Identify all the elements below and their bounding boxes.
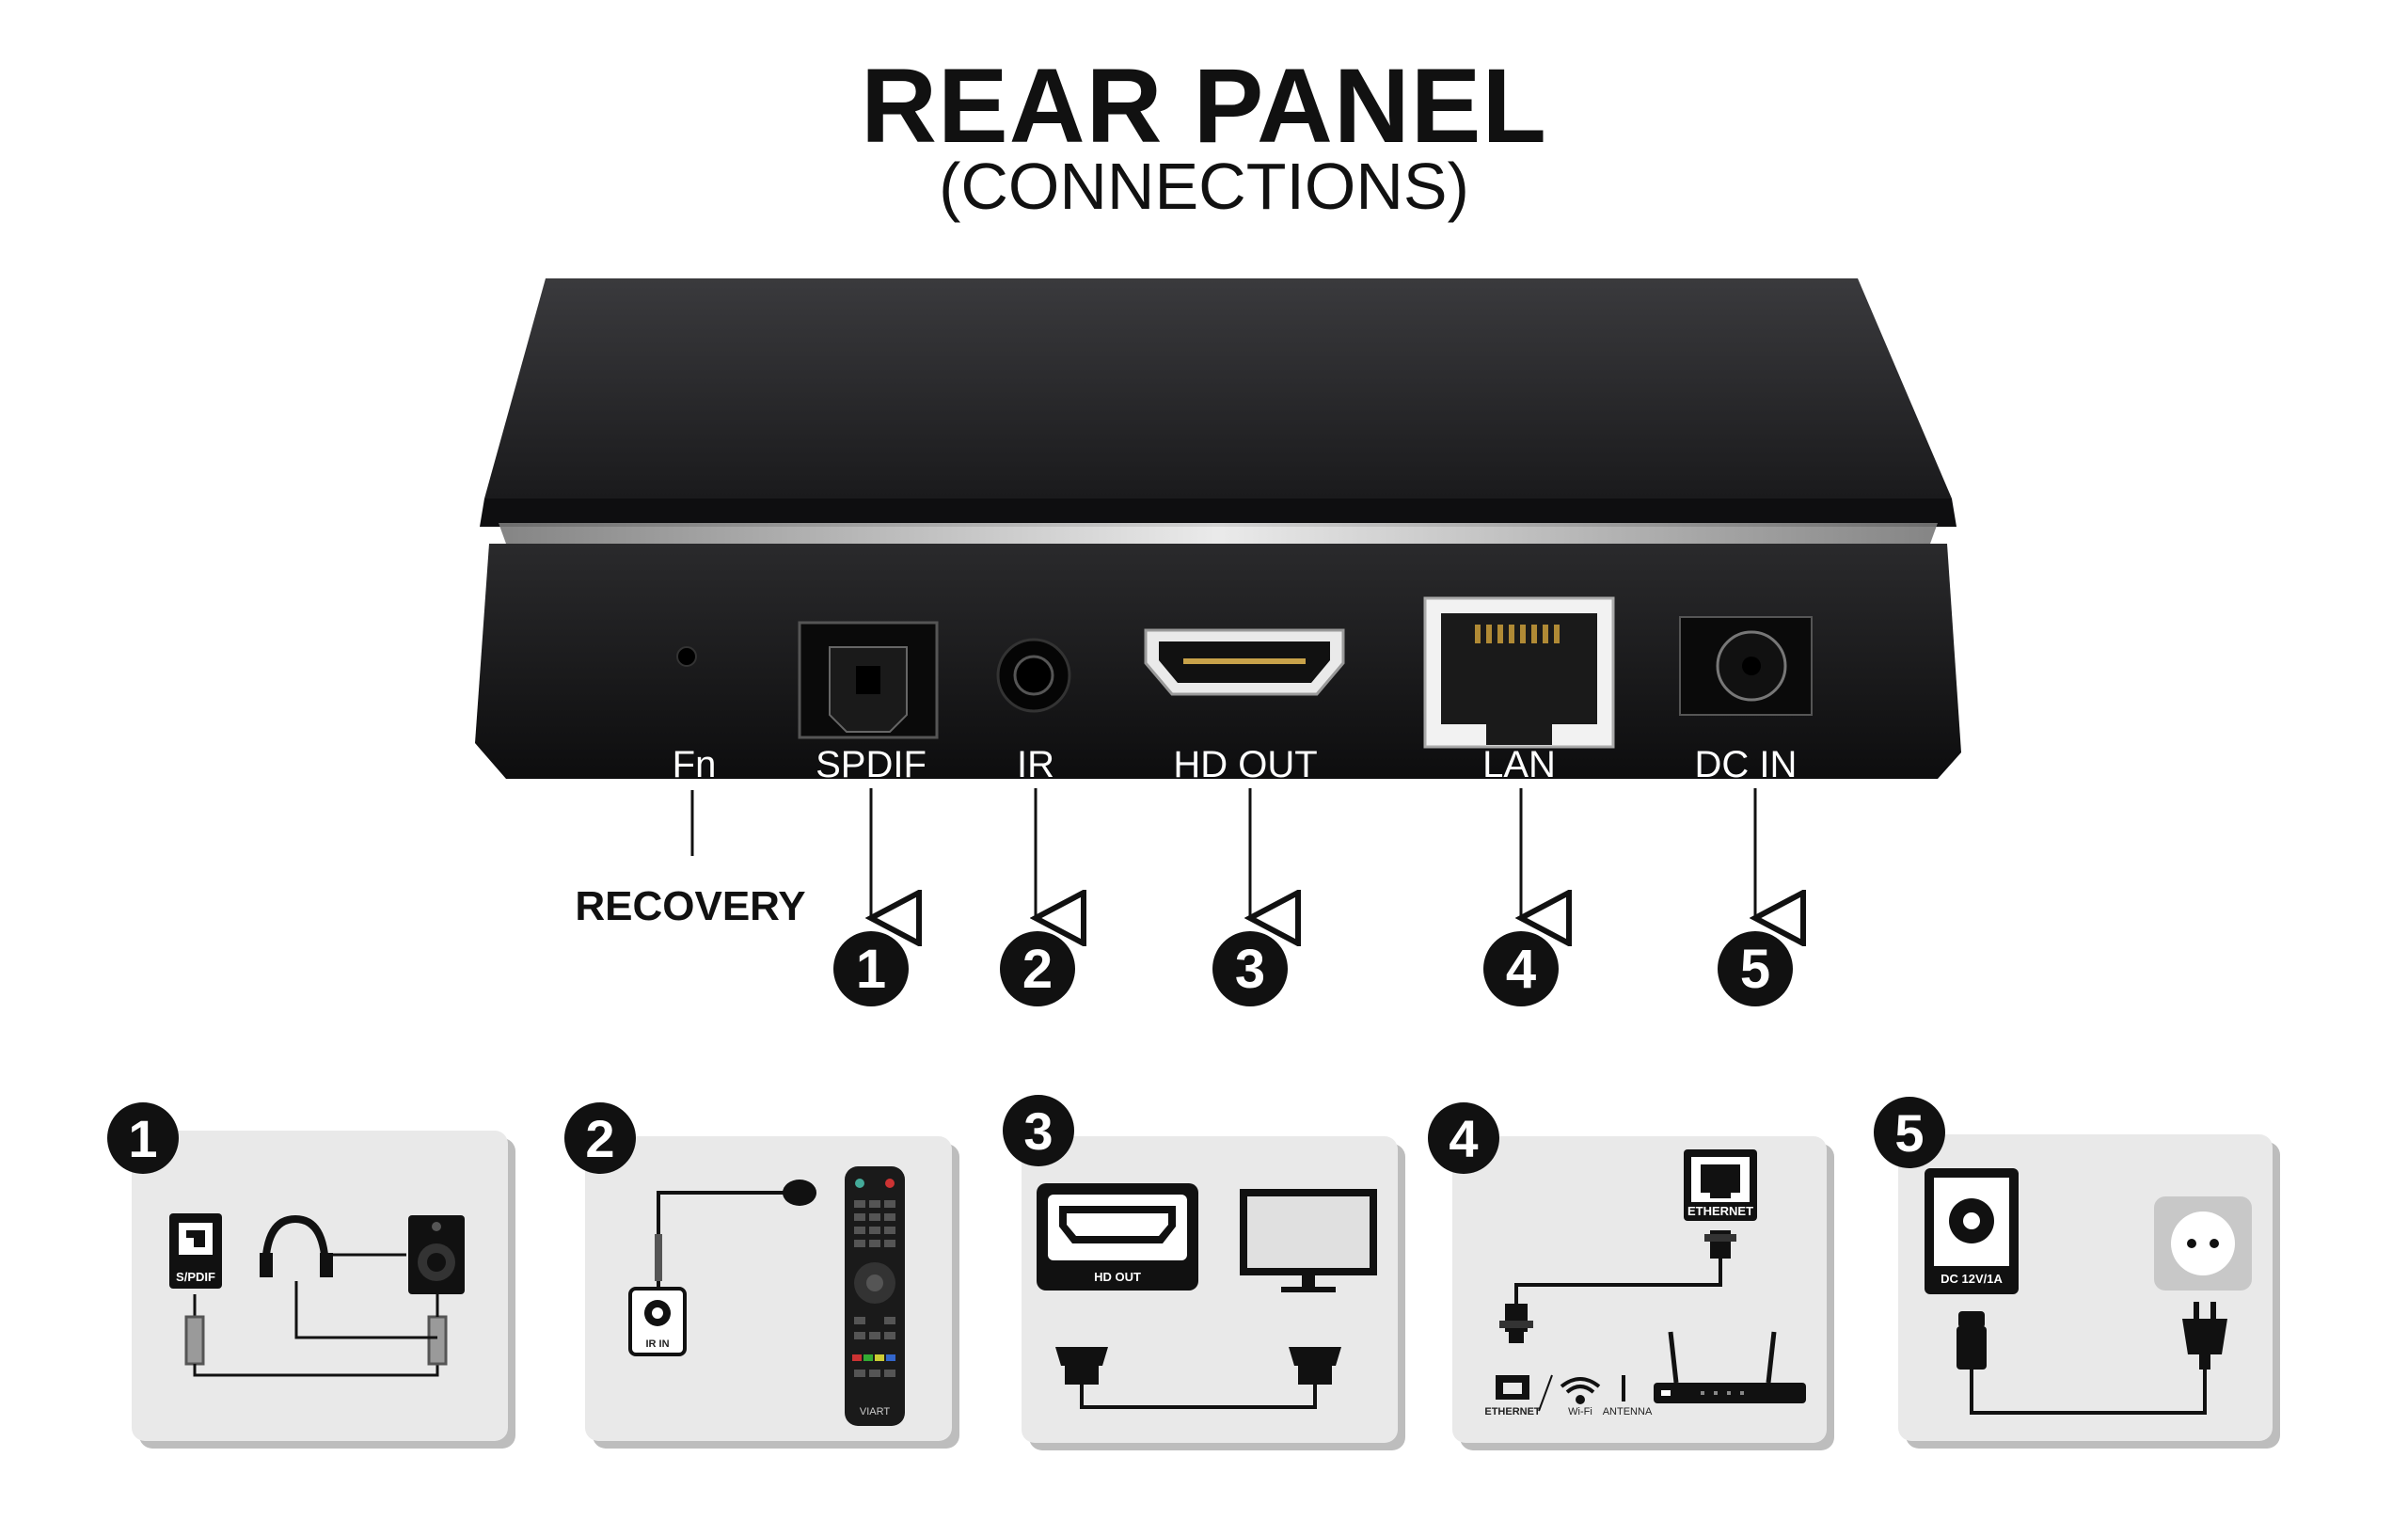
dc-in-port-icon: [1679, 616, 1813, 716]
page-subtitle: (CONNECTIONS): [939, 150, 1469, 223]
remote-control-icon: VIART: [845, 1166, 905, 1426]
ethernet-port-icon: ETHERNET: [1684, 1149, 1757, 1221]
panel-badge-5: [1874, 1097, 1945, 1168]
panel-number-3: 3: [1023, 1101, 1053, 1161]
arrow-lines: [871, 788, 1755, 918]
panel-ir: IR IN VIART 2: [564, 1102, 959, 1449]
recovery-label: RECOVERY: [575, 883, 805, 929]
panel-badge-2: [564, 1102, 636, 1174]
badge-1: 1: [833, 931, 909, 1006]
svg-text:ETHERNET: ETHERNET: [1484, 1406, 1541, 1417]
panel-number-1: 1: [128, 1109, 157, 1168]
headphones-icon: [260, 1214, 333, 1277]
svg-text:4: 4: [1506, 939, 1536, 1000]
fn-button-icon: [676, 646, 697, 667]
ir-in-icon: IR IN: [628, 1287, 687, 1356]
ir-port-icon: [996, 638, 1071, 713]
panel-dc-in: DC 12V/1A 5: [1874, 1097, 2280, 1449]
tv-icon: [1240, 1189, 1377, 1292]
wall-socket-icon: [2154, 1196, 2252, 1291]
badge-5: 5: [1718, 931, 1793, 1006]
badge-2: 2: [1000, 931, 1075, 1006]
svg-text:VIART: VIART: [860, 1406, 890, 1417]
port-label-lan: LAN: [1482, 744, 1556, 785]
svg-text:1: 1: [856, 939, 886, 1000]
router-icon: [1654, 1331, 1806, 1403]
hdmi-cable: [1055, 1347, 1341, 1409]
power-cable: [1956, 1302, 2227, 1415]
svg-text:HD OUT: HD OUT: [1094, 1270, 1141, 1284]
svg-text:Wi-Fi: Wi-Fi: [1568, 1406, 1592, 1417]
panel-badge-1: [107, 1102, 179, 1174]
port-label-hd-out: HD OUT: [1173, 744, 1317, 785]
port-label-ir: IR: [1017, 744, 1054, 785]
badge-4: 4: [1483, 931, 1559, 1006]
device-top: [484, 278, 1952, 499]
spdif-port-icon: [798, 621, 939, 739]
wifi-icon: Wi-Fi: [1560, 1377, 1601, 1417]
panel-spdif: S/PDIF 1: [107, 1102, 515, 1449]
svg-text:ETHERNET: ETHERNET: [1687, 1204, 1753, 1218]
panel-hdmi: HD OUT 3: [1003, 1095, 1405, 1450]
panel-number-2: 2: [585, 1109, 614, 1168]
panel-number-4: 4: [1449, 1109, 1478, 1168]
page-title: REAR PANEL: [861, 47, 1547, 165]
ethernet-cable: [1499, 1230, 1736, 1343]
ir-receiver-icon: [783, 1180, 816, 1206]
hdmi-port-icon: [1144, 628, 1345, 696]
port-label-fn: Fn: [673, 744, 717, 785]
svg-text:3: 3: [1235, 939, 1265, 1000]
panel-badge-3: [1003, 1095, 1074, 1166]
svg-text:ANTENNA: ANTENNA: [1603, 1406, 1653, 1417]
svg-text:DC 12V/1A: DC 12V/1A: [1941, 1272, 2003, 1286]
svg-text:5: 5: [1740, 939, 1770, 1000]
badge-3: 3: [1212, 931, 1288, 1006]
spdif-icon: S/PDIF: [169, 1213, 222, 1289]
spdif-cable: [184, 1281, 448, 1377]
svg-text:2: 2: [1022, 939, 1053, 1000]
lan-port-icon: [1423, 596, 1615, 749]
port-label-spdif: SPDIF: [816, 744, 927, 785]
port-label-dc-in: DC IN: [1695, 744, 1798, 785]
svg-text:IR IN: IR IN: [645, 1338, 669, 1350]
svg-text:S/PDIF: S/PDIF: [176, 1270, 215, 1284]
panel-badge-4: [1428, 1102, 1499, 1174]
antenna-icon: ANTENNA: [1603, 1375, 1653, 1417]
panel-number-5: 5: [1894, 1103, 1924, 1163]
dc-jack-icon: DC 12V/1A: [1925, 1168, 2019, 1294]
ethernet-legend-icon: ETHERNET: [1484, 1375, 1541, 1417]
device-rim-highlight: [499, 523, 1938, 544]
speaker-icon: [408, 1215, 465, 1294]
panel-lan: ETHERNET ETHERNET Wi-Fi ANTENNA: [1428, 1102, 1834, 1450]
hd-out-icon: HD OUT: [1037, 1183, 1198, 1291]
